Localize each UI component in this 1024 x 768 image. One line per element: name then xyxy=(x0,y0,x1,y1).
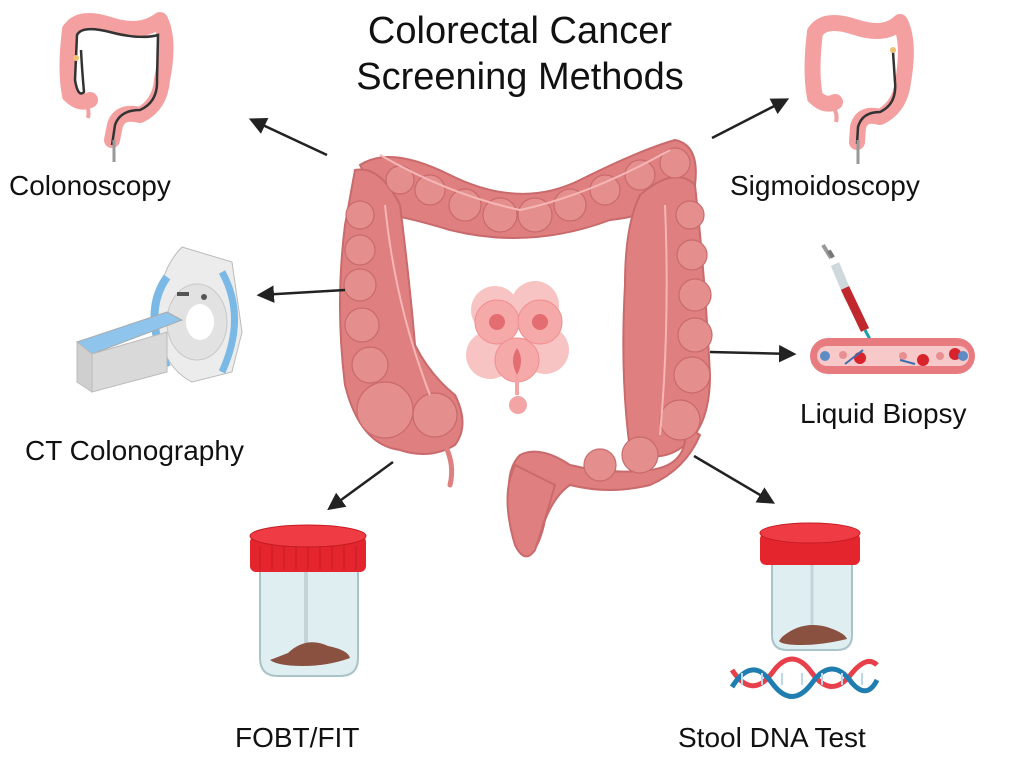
tumor-cells-icon xyxy=(466,281,569,414)
arrow-to-colonoscopy xyxy=(248,117,328,157)
arrow-to-ct-colonography xyxy=(256,285,346,303)
blood-vessel-syringe-icon xyxy=(810,243,975,374)
stool-jar-dna-icon xyxy=(729,522,880,699)
stool-sample-jar-icon xyxy=(249,524,367,677)
method-label-stool-dna-test: Stool DNA Test xyxy=(678,722,866,753)
colon-icon xyxy=(339,138,713,558)
appendix xyxy=(442,442,455,488)
dna-helix-icon xyxy=(729,656,880,699)
arrow-to-stool-dna xyxy=(693,454,776,504)
method-label-sigmoidoscopy: Sigmoidoscopy xyxy=(730,170,920,201)
colonoscopy-icon xyxy=(59,12,174,162)
stool-jar xyxy=(759,522,861,651)
method-label-colonoscopy: Colonoscopy xyxy=(9,170,171,201)
sigmoidoscopy-icon xyxy=(804,14,914,164)
ct-scanner-icon xyxy=(75,246,243,393)
method-label-ct-colonography: CT Colonography xyxy=(25,435,244,466)
method-label-fobt-fit: FOBT/FIT xyxy=(235,722,360,753)
method-label-liquid-biopsy: Liquid Biopsy xyxy=(800,398,967,429)
arrow-to-liquid-biopsy xyxy=(709,344,797,363)
arrow-to-sigmoidoscopy xyxy=(711,98,790,140)
title-line-2: Screening Methods xyxy=(356,56,684,98)
diagram-title: Colorectal Cancer Screening Methods xyxy=(300,8,740,100)
title-line-1: Colorectal Cancer xyxy=(367,10,673,52)
arrow-to-fobt-fit xyxy=(327,460,394,511)
